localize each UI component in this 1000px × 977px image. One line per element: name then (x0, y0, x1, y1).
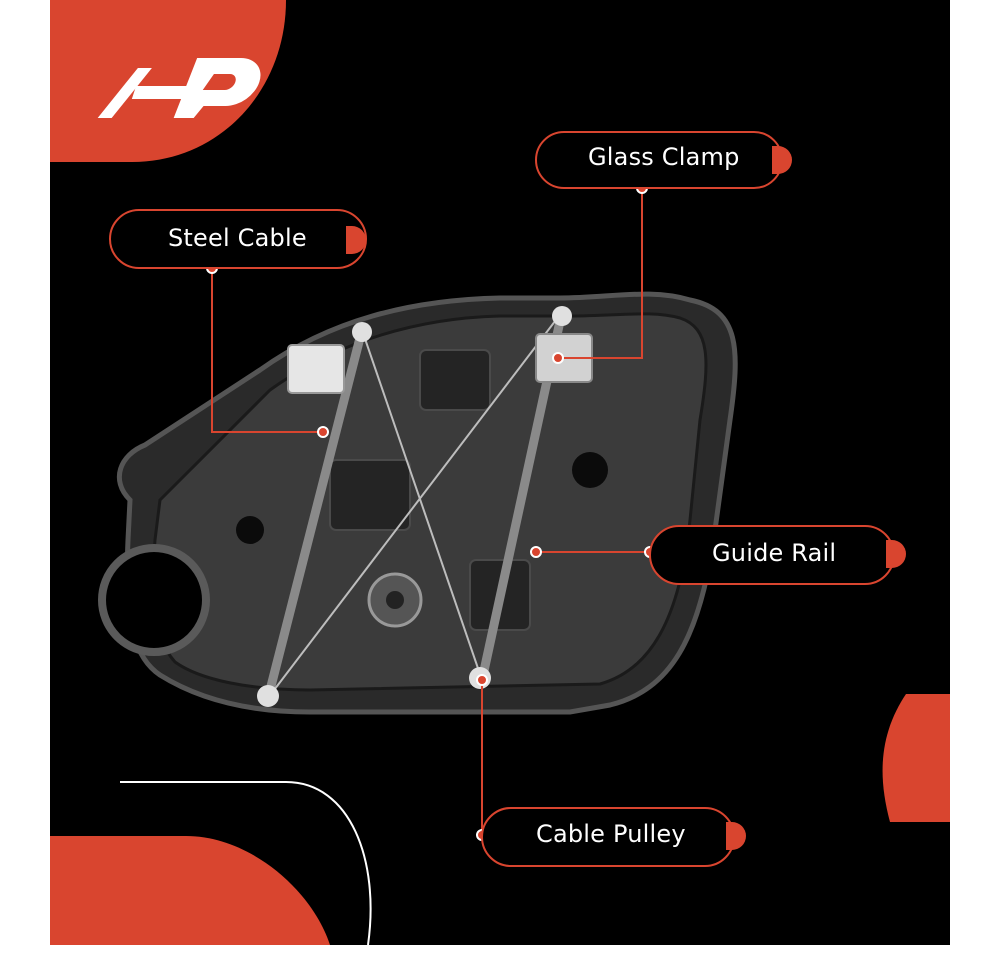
callout-cable-pulley: Cable Pulley (536, 820, 686, 848)
corner-outline-bottom-left (120, 781, 372, 945)
callout-glass-clamp: Glass Clamp (588, 143, 740, 171)
callout-guide-rail: Guide Rail (712, 539, 837, 567)
leader-lines (211, 188, 650, 835)
corner-shape-right (882, 694, 950, 822)
callout-tabs (346, 146, 906, 850)
corner-shape-top-left (50, 0, 286, 162)
product-feature-graphic: Glass Clamp Steel Cable Guide Rail Cable… (50, 0, 950, 945)
callout-pills (109, 131, 895, 867)
brand-logo (97, 58, 261, 118)
window-regulator-panel-icon (98, 291, 738, 715)
scene-graphic (50, 0, 950, 945)
callout-steel-cable: Steel Cable (168, 224, 307, 252)
corner-shape-bottom-left (50, 836, 330, 945)
